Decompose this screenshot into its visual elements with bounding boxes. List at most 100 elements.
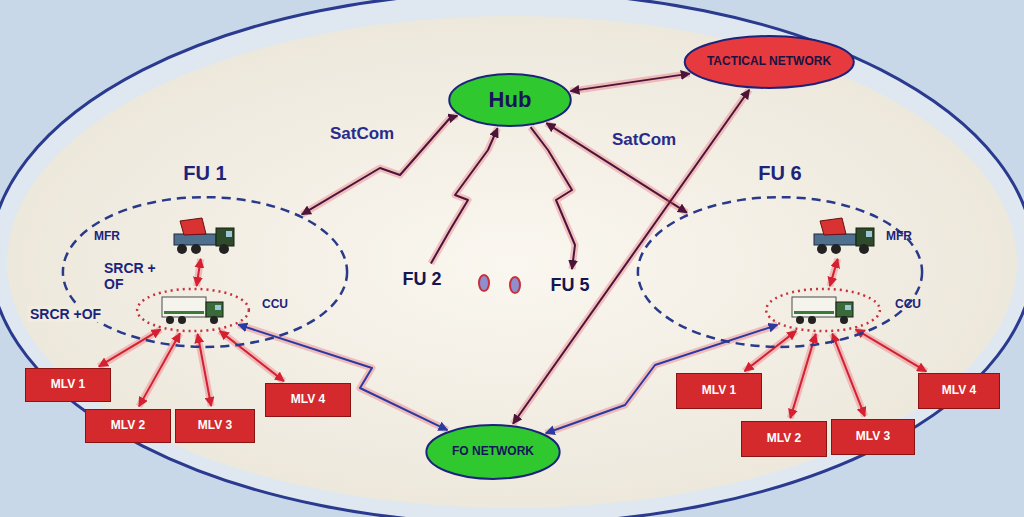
truck-wheel xyxy=(808,316,816,324)
vehicle-icon xyxy=(812,218,876,256)
truck-wheel xyxy=(210,316,218,324)
truck-window xyxy=(215,305,221,310)
connector-glow xyxy=(302,116,458,215)
truck-window xyxy=(845,305,851,310)
launcher-box: MLV 1 xyxy=(676,373,762,409)
shelter-truck xyxy=(162,297,223,324)
ellipsis-dot xyxy=(510,277,520,293)
ellipse-outline xyxy=(63,197,347,347)
connector-glow xyxy=(570,74,689,92)
launcher-box: MLV 1 xyxy=(25,368,111,402)
fire-unit-label: FU 5 xyxy=(546,272,594,298)
ellipsis-dot xyxy=(479,275,489,291)
network-ellipse: TACTICAL NETWORK xyxy=(683,35,856,89)
ellipse-outline xyxy=(449,74,571,126)
fire-unit-label: FU 2 xyxy=(398,266,446,292)
node-label: MLV 1 xyxy=(51,378,85,392)
node-label: MLV 4 xyxy=(942,384,976,398)
connector-glow xyxy=(546,123,687,213)
shelter-truck xyxy=(792,297,853,324)
network-ellipse: FO NETWORK xyxy=(425,424,561,480)
connector-glow xyxy=(198,334,212,406)
node-label: MLV 2 xyxy=(767,432,801,446)
connector-glow xyxy=(99,329,161,366)
launcher-box: MLV 2 xyxy=(85,409,171,443)
node-label: CCU xyxy=(262,298,288,312)
node-label: FU 1 xyxy=(60,162,350,185)
connector-glow xyxy=(197,259,201,286)
connector xyxy=(531,127,575,269)
truck-cab xyxy=(216,228,234,246)
vehicle-icon xyxy=(765,288,881,332)
truck-wheel xyxy=(840,316,848,324)
truck-wheel xyxy=(219,244,229,254)
connector xyxy=(570,74,689,92)
connector-glow xyxy=(139,333,180,406)
truck-wheel xyxy=(166,316,174,324)
truck-wheel xyxy=(178,316,186,324)
fire-unit-region: FU 1MFRCCU xyxy=(60,194,350,350)
connector-line xyxy=(302,116,458,215)
connector-glow xyxy=(546,325,778,433)
node-label: FU 5 xyxy=(550,275,589,296)
launcher-box: MLV 3 xyxy=(831,419,915,455)
connector-glow xyxy=(531,127,575,269)
node-label: MFR xyxy=(886,230,912,244)
shelter-stripe xyxy=(164,311,204,314)
radar-truck xyxy=(174,218,234,254)
truck-bed xyxy=(174,234,216,245)
node-label: MLV 1 xyxy=(702,384,736,398)
truck-wheel xyxy=(796,316,804,324)
node-label: TACTICAL NETWORK xyxy=(707,55,831,69)
shelter-stripe xyxy=(794,311,834,314)
connector xyxy=(832,334,864,417)
node-label: FU 2 xyxy=(402,269,441,290)
radar-vehicle: MFR xyxy=(172,218,236,256)
connector-glow xyxy=(744,331,796,371)
launcher-box: MLV 3 xyxy=(175,409,255,443)
shelter-box xyxy=(792,297,836,317)
node-label: MFR xyxy=(94,230,120,244)
truck-wheel xyxy=(177,244,187,254)
ellipse-outline xyxy=(137,289,249,331)
ellipse-outline xyxy=(684,36,853,88)
connector-line xyxy=(856,329,927,371)
connector xyxy=(197,259,201,286)
node-label: MLV 3 xyxy=(198,419,232,433)
connector-line xyxy=(198,334,212,406)
truck-wheel xyxy=(191,244,201,254)
vehicle-icon xyxy=(136,288,250,332)
connector-line xyxy=(431,128,498,263)
node-label: MLV 3 xyxy=(856,430,890,444)
connector-line xyxy=(546,123,687,213)
control-unit: CCU xyxy=(765,288,881,332)
connector xyxy=(302,116,458,215)
connector-glow xyxy=(238,325,447,430)
edge-label: SatCom xyxy=(612,130,676,150)
connector xyxy=(99,329,161,366)
connector-glow xyxy=(832,334,864,417)
connector-line xyxy=(570,74,689,92)
hub-ellipse: Hub xyxy=(448,73,572,127)
truck-cab xyxy=(206,302,223,317)
ellipse-outline xyxy=(766,289,880,331)
connector-line xyxy=(197,259,201,286)
connector-glow xyxy=(830,259,838,286)
node-label: Hub xyxy=(489,87,532,112)
connector xyxy=(139,333,180,406)
connector xyxy=(744,331,796,371)
connector xyxy=(238,325,447,430)
shape-outline xyxy=(60,194,350,350)
node-label: FU 6 xyxy=(635,162,925,185)
connector xyxy=(431,128,498,263)
vehicle-icon xyxy=(172,218,236,256)
connector-line xyxy=(99,329,161,366)
connector xyxy=(198,334,212,406)
edge-label: SatCom xyxy=(330,124,394,144)
truck-cab xyxy=(836,302,853,317)
connector-line xyxy=(531,127,575,269)
